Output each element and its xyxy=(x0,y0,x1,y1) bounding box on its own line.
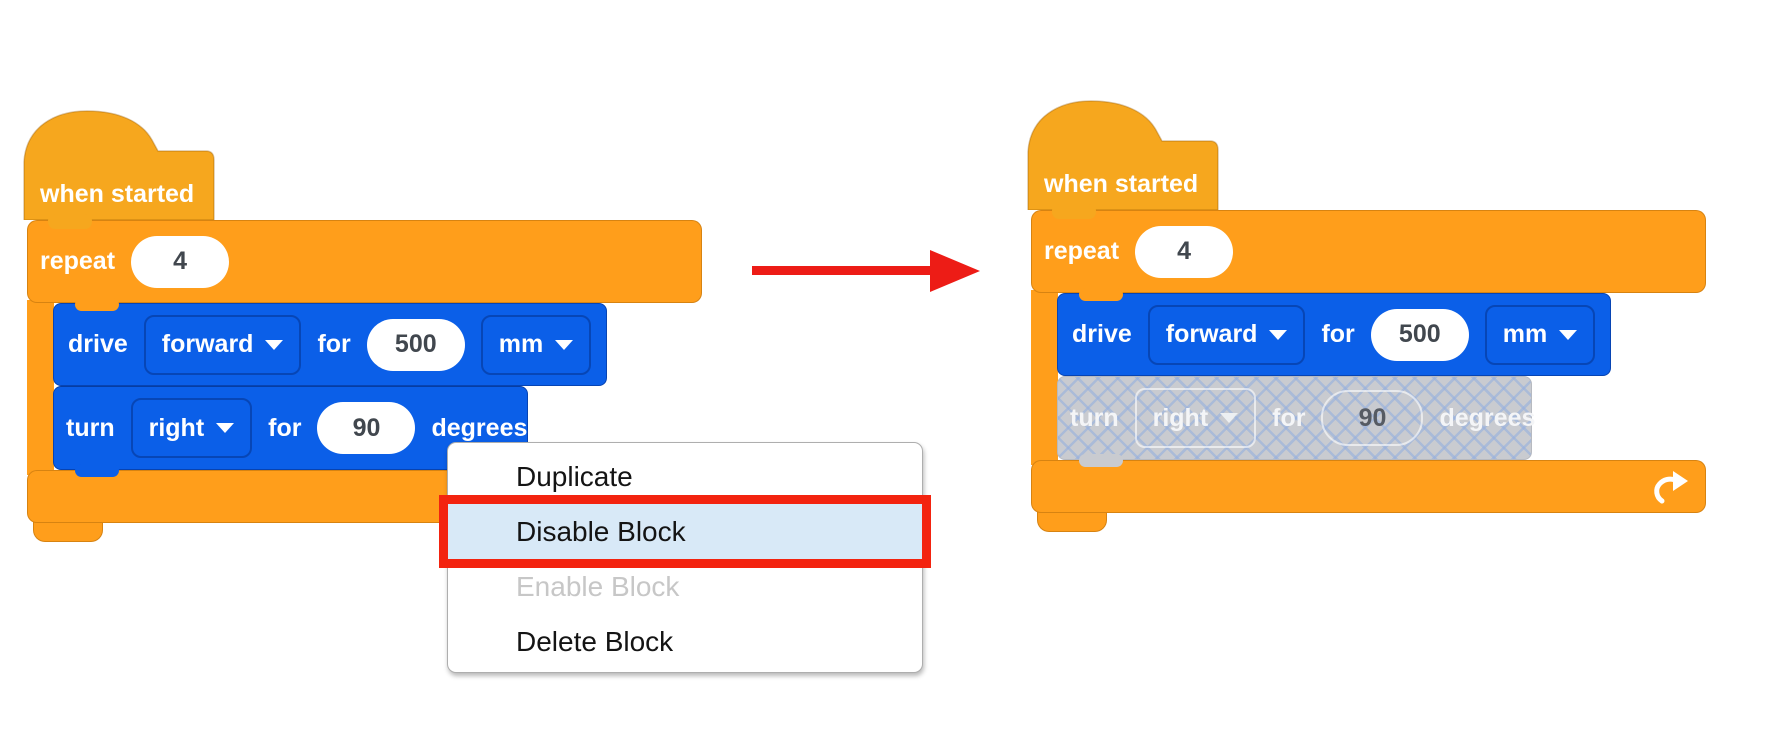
caret-down-icon xyxy=(555,339,574,350)
drive-direction-value: forward xyxy=(161,330,254,358)
drive-distance-input[interactable]: 500 xyxy=(366,318,465,371)
turn-bottom-tab xyxy=(75,464,119,477)
hat-label: when started xyxy=(40,180,195,208)
turn-direction-value: right xyxy=(1152,403,1209,432)
turn-label: turn xyxy=(66,413,115,442)
drive-for-label: for xyxy=(317,330,351,358)
turn-block-disabled[interactable]: turn right for 90 degrees xyxy=(1057,376,1536,460)
drive-distance-input[interactable]: 500 xyxy=(1370,308,1469,361)
turn-unit-label: degrees xyxy=(1439,403,1536,432)
repeat-count-input[interactable]: 4 xyxy=(131,235,230,288)
caret-down-icon xyxy=(1269,329,1288,340)
hat-shape xyxy=(23,110,215,220)
turn-bottom-tab xyxy=(1079,454,1123,467)
menu-item-disable-block[interactable]: Disable Block xyxy=(439,495,931,568)
transition-arrow-shaft xyxy=(752,266,935,275)
turn-unit-label: degrees xyxy=(431,413,528,442)
drive-direction-dropdown[interactable]: forward xyxy=(143,314,302,375)
menu-item-duplicate[interactable]: Duplicate xyxy=(516,461,633,492)
repeat-inner-tab xyxy=(75,298,119,311)
transition-arrow-icon xyxy=(930,250,980,292)
repeat-block-header-result[interactable]: repeat 4 xyxy=(1031,210,1706,293)
hat-bottom-tab xyxy=(48,214,92,229)
menu-item-enable-block: Enable Block xyxy=(516,571,680,602)
turn-for-label: for xyxy=(1272,403,1306,432)
drive-unit-value: mm xyxy=(1502,320,1548,348)
turn-angle-input[interactable]: 90 xyxy=(1321,390,1424,446)
drive-for-label: for xyxy=(1321,320,1355,348)
stack-bottom-tab xyxy=(1037,510,1107,532)
drive-block-result[interactable]: drive forward for 500 mm xyxy=(1057,293,1611,376)
repeat-label: repeat xyxy=(1044,237,1120,265)
caret-down-icon xyxy=(265,339,284,350)
repeat-loop-icon xyxy=(1654,471,1688,504)
repeat-block-footer-result[interactable] xyxy=(1031,460,1706,513)
when-started-hat-block[interactable]: when started xyxy=(23,110,215,220)
turn-direction-dropdown[interactable]: right xyxy=(130,398,253,458)
hat-bottom-tab xyxy=(1052,204,1096,219)
menu-item-delete-block[interactable]: Delete Block xyxy=(516,626,674,657)
turn-angle-input[interactable]: 90 xyxy=(317,402,416,454)
stack-bottom-tab xyxy=(33,520,103,542)
when-started-hat-block-result[interactable]: when started xyxy=(1027,100,1219,210)
context-menu: Duplicate Disable Block Enable Block Del… xyxy=(439,442,931,673)
drive-block[interactable]: drive forward for 500 mm xyxy=(53,303,607,386)
caret-down-icon xyxy=(1559,329,1578,340)
drive-unit-dropdown[interactable]: mm xyxy=(1484,304,1596,365)
turn-for-label: for xyxy=(268,413,302,442)
repeat-block-arm xyxy=(27,300,54,475)
caret-down-icon xyxy=(1220,413,1239,423)
repeat-block-header[interactable]: repeat 4 xyxy=(27,220,702,303)
drive-unit-dropdown[interactable]: mm xyxy=(480,314,592,375)
drive-direction-dropdown[interactable]: forward xyxy=(1147,304,1306,365)
repeat-inner-tab xyxy=(1079,288,1123,301)
caret-down-icon xyxy=(216,423,235,433)
drive-unit-value: mm xyxy=(498,330,544,358)
repeat-block-arm xyxy=(1031,290,1058,465)
drive-label: drive xyxy=(68,330,128,358)
turn-direction-value: right xyxy=(148,413,205,442)
turn-label: turn xyxy=(1070,403,1119,432)
hat-shape xyxy=(1027,100,1219,210)
turn-direction-dropdown[interactable]: right xyxy=(1134,388,1257,448)
hat-label: when started xyxy=(1044,170,1199,198)
repeat-count-input[interactable]: 4 xyxy=(1135,225,1234,278)
drive-direction-value: forward xyxy=(1165,320,1258,348)
repeat-label: repeat xyxy=(40,247,116,275)
drive-label: drive xyxy=(1072,320,1132,348)
